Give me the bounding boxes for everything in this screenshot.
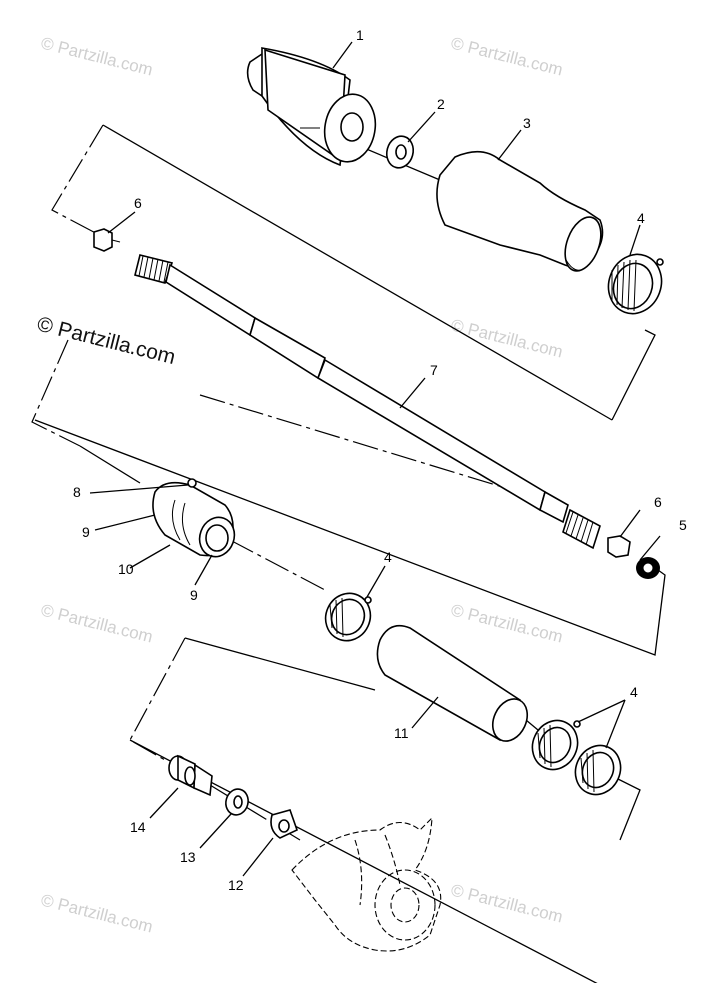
part-7-driveshaft[interactable] [134, 254, 601, 550]
callout-labels: 1 2 3 4 6 7 6 5 8 9 10 9 4 11 4 14 13 12 [73, 27, 687, 893]
watermark-faint: © Partzilla.com [39, 600, 155, 646]
watermark-faint: © Partzilla.com [449, 33, 565, 79]
part-4-clamp-lower-a[interactable] [524, 713, 585, 777]
callout-11: 11 [394, 725, 409, 741]
callout-4: 4 [637, 210, 645, 226]
callout-10: 10 [118, 561, 134, 577]
callout-6: 6 [654, 494, 662, 510]
part-10-bearing-housing[interactable] [152, 478, 240, 562]
part-3-boot[interactable] [436, 150, 608, 276]
part-4-clamp-lower-b[interactable] [567, 738, 628, 802]
callout-4: 4 [630, 684, 638, 700]
callout-5: 5 [679, 517, 687, 533]
callout-1: 1 [356, 27, 364, 43]
callout-6: 6 [134, 195, 142, 211]
part-6-plug-lower[interactable] [607, 535, 631, 558]
watermark-faint: © Partzilla.com [449, 880, 565, 926]
part-4-clamp-upper[interactable] [600, 247, 669, 321]
watermark-prominent: © Partzilla.com [35, 313, 178, 370]
part-6-plug-upper[interactable] [93, 228, 121, 252]
watermark-faint: © Partzilla.com [449, 600, 565, 646]
watermark-faint: © Partzilla.com [449, 315, 565, 361]
part-14-fitting[interactable] [168, 754, 213, 797]
part-11-tube[interactable] [376, 624, 533, 747]
callout-8: 8 [73, 484, 81, 500]
callout-3: 3 [523, 115, 531, 131]
impeller-phantom-outline [291, 816, 442, 952]
callout-13: 13 [180, 849, 196, 865]
callout-9: 9 [190, 587, 198, 603]
callout-7: 7 [430, 362, 438, 378]
leader-lines [89, 41, 661, 877]
watermark-faint: © Partzilla.com [39, 33, 155, 79]
part-13-washer[interactable] [223, 787, 251, 818]
part-8-grease-fitting[interactable] [187, 478, 197, 488]
callout-9: 9 [82, 524, 90, 540]
part-5-o-ring[interactable] [636, 557, 660, 579]
watermark-faint: © Partzilla.com [39, 890, 155, 936]
part-2-washer[interactable] [383, 133, 416, 171]
callout-14: 14 [130, 819, 146, 835]
part-12-plate-washer[interactable] [270, 809, 298, 839]
callout-2: 2 [437, 96, 445, 112]
callout-12: 12 [228, 877, 244, 893]
part-4-clamp-middle[interactable] [318, 586, 378, 648]
part-1-coupler[interactable] [246, 47, 381, 167]
callout-4: 4 [384, 549, 392, 565]
